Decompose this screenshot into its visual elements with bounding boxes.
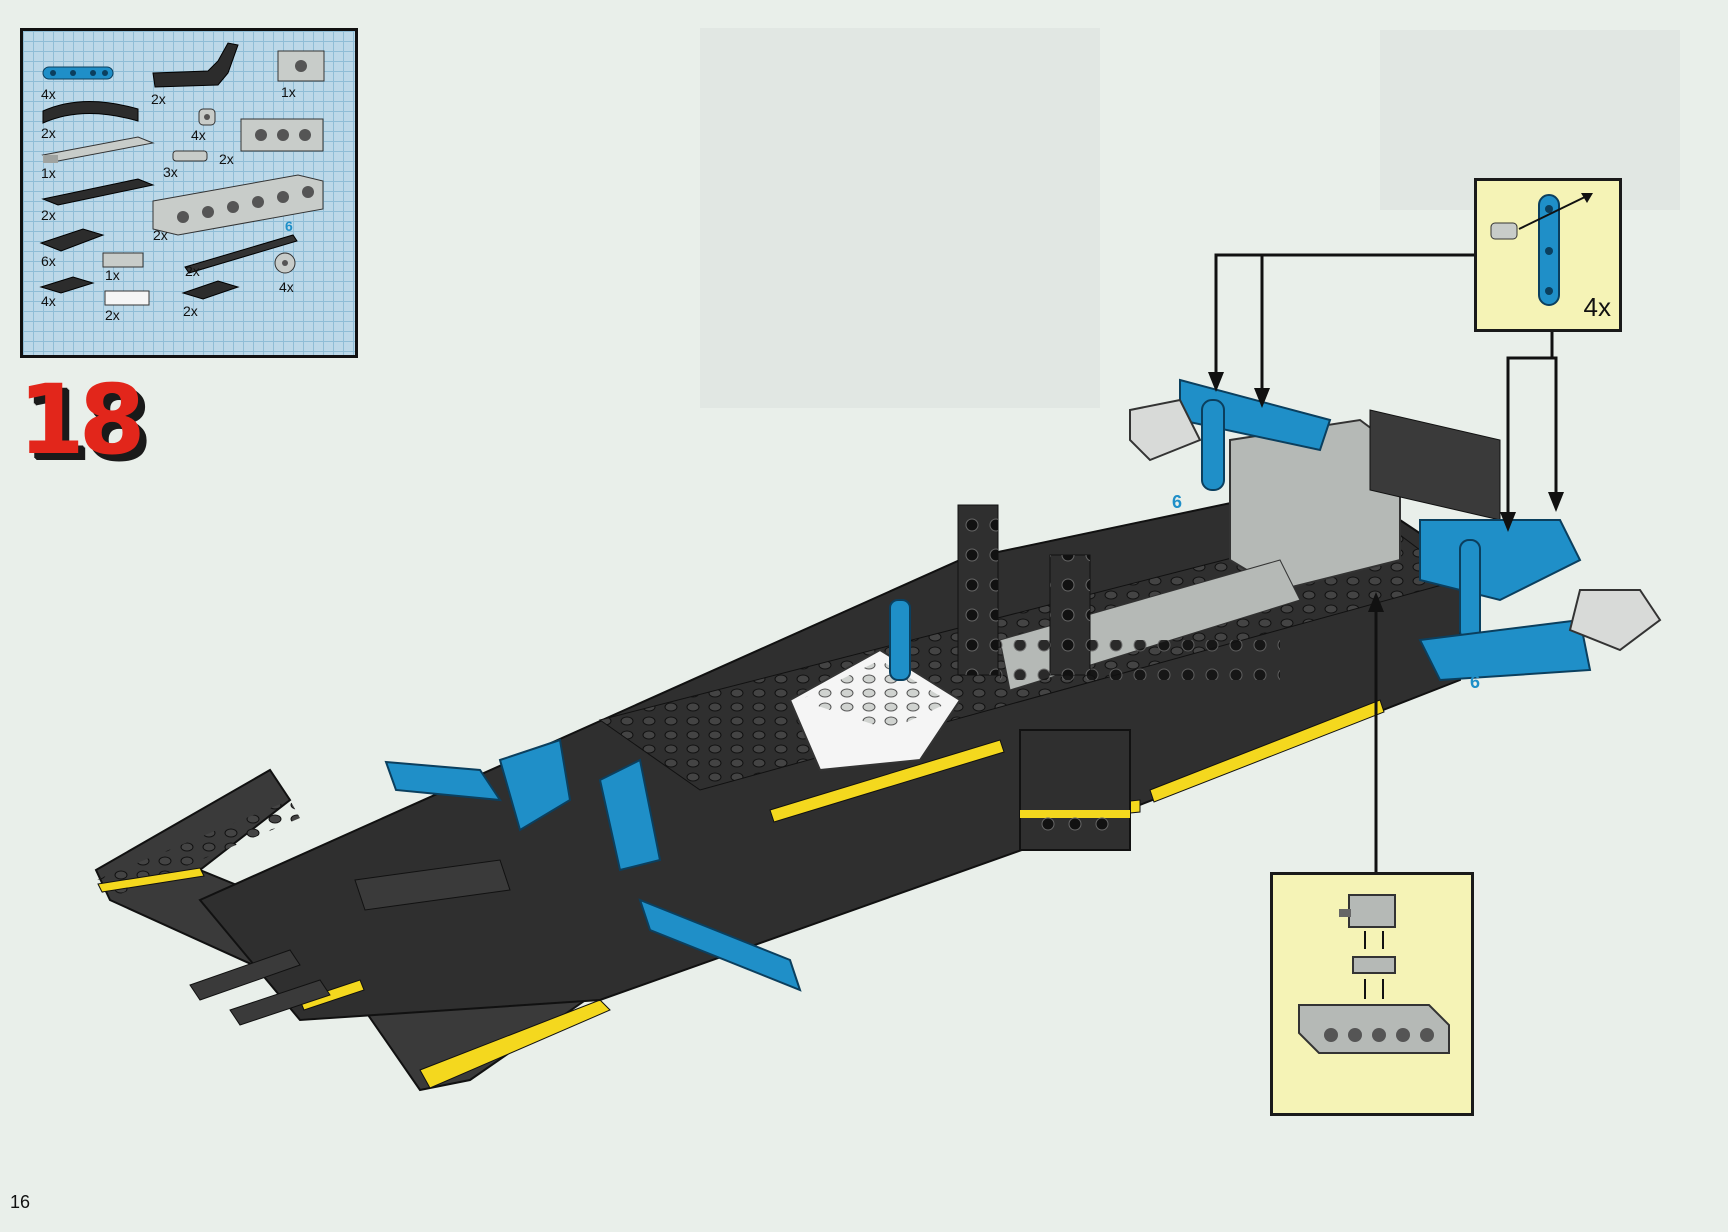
blue-liftarm-icon <box>1538 194 1560 306</box>
step-number: 18 <box>18 364 146 476</box>
right-wheel-hub <box>1568 589 1662 652</box>
part-qty: 4x <box>41 86 56 102</box>
black-plate-2x2-icon-right <box>181 280 240 300</box>
callout-top-arrows <box>1214 253 1558 520</box>
part-qty: 6x <box>41 253 56 269</box>
gray-axle-pin-icon <box>172 150 208 162</box>
gray-technic-brick-1x4-icon <box>240 118 324 152</box>
gray-plate-1x6-icon <box>41 136 155 163</box>
sub-assembly-callout-bottom <box>1270 872 1474 1116</box>
gray-technic-brick-1x2-icon <box>1339 894 1396 928</box>
part-qty: 2x <box>151 91 166 107</box>
model-axle-label: 6 <box>1172 492 1182 512</box>
black-uprights <box>957 504 1091 676</box>
part-qty: 2x <box>219 151 234 167</box>
part-qty: 4x <box>191 127 206 143</box>
blue-suspension-left <box>384 599 911 992</box>
gray-plate-1x2-icon <box>1352 956 1396 974</box>
axle-length-label: 6 <box>285 218 293 234</box>
callout-bottom-arrow <box>1368 592 1384 872</box>
part-qty: 2x <box>105 307 120 323</box>
black-plate-1x3-icon <box>39 228 105 252</box>
front-brick-stack <box>1019 729 1131 851</box>
gray-plate-1x2-icon <box>102 252 144 268</box>
left-wheel-hub <box>1129 398 1202 462</box>
gray-gear-icon <box>274 252 296 274</box>
model-axle-label: 6 <box>1470 672 1480 692</box>
part-qty: 2x <box>41 207 56 223</box>
sub-assembly-callout-top: 4x <box>1474 178 1622 332</box>
part-qty: 1x <box>105 267 120 283</box>
black-curved-plate-icon <box>42 101 139 124</box>
gray-technic-brick-1x8-icon <box>152 174 324 236</box>
part-qty: 4x <box>279 279 294 295</box>
callout-quantity: 4x <box>1583 292 1611 322</box>
page-number: 16 <box>10 1192 31 1212</box>
gray-technic-brick-1x2-icon <box>277 50 325 82</box>
rear-axle-links <box>189 859 511 1026</box>
brick-assembly-diagram <box>1298 894 1450 1054</box>
blue-suspension-right <box>1179 378 1592 682</box>
gray-pin-icon <box>1490 222 1518 240</box>
part-qty: 4x <box>41 293 56 309</box>
black-l-liftarm-icon <box>152 42 239 88</box>
show-through-image <box>700 28 1100 408</box>
black-plate-1x6-icon <box>41 178 155 206</box>
white-plate-1x2-icon <box>104 290 150 306</box>
black-axle-6-icon: 6 <box>184 218 298 274</box>
parts-illustrations: 6 <box>39 42 325 306</box>
gray-bushing-icon <box>198 108 216 126</box>
part-qty: 2x <box>153 227 168 243</box>
liftarm-pin-diagram <box>1490 193 1593 306</box>
parts-list: 6 <box>20 28 358 358</box>
part-qty: 2x <box>41 125 56 141</box>
part-qty: 2x <box>183 303 198 319</box>
white-wedge-plate <box>788 648 962 772</box>
insert-arrow <box>1518 194 1590 230</box>
black-plate-2x2-icon <box>39 276 95 294</box>
down-arrows <box>1364 931 1384 999</box>
gray-technic-brick-1x6-icon <box>1298 1004 1450 1054</box>
part-qty: 2x <box>185 263 200 279</box>
part-qty: 1x <box>281 84 296 100</box>
arrowheads <box>1208 372 1564 532</box>
part-qty: 3x <box>163 164 178 180</box>
part-qty: 1x <box>41 165 56 181</box>
blue-liftarm-icon <box>42 66 114 80</box>
